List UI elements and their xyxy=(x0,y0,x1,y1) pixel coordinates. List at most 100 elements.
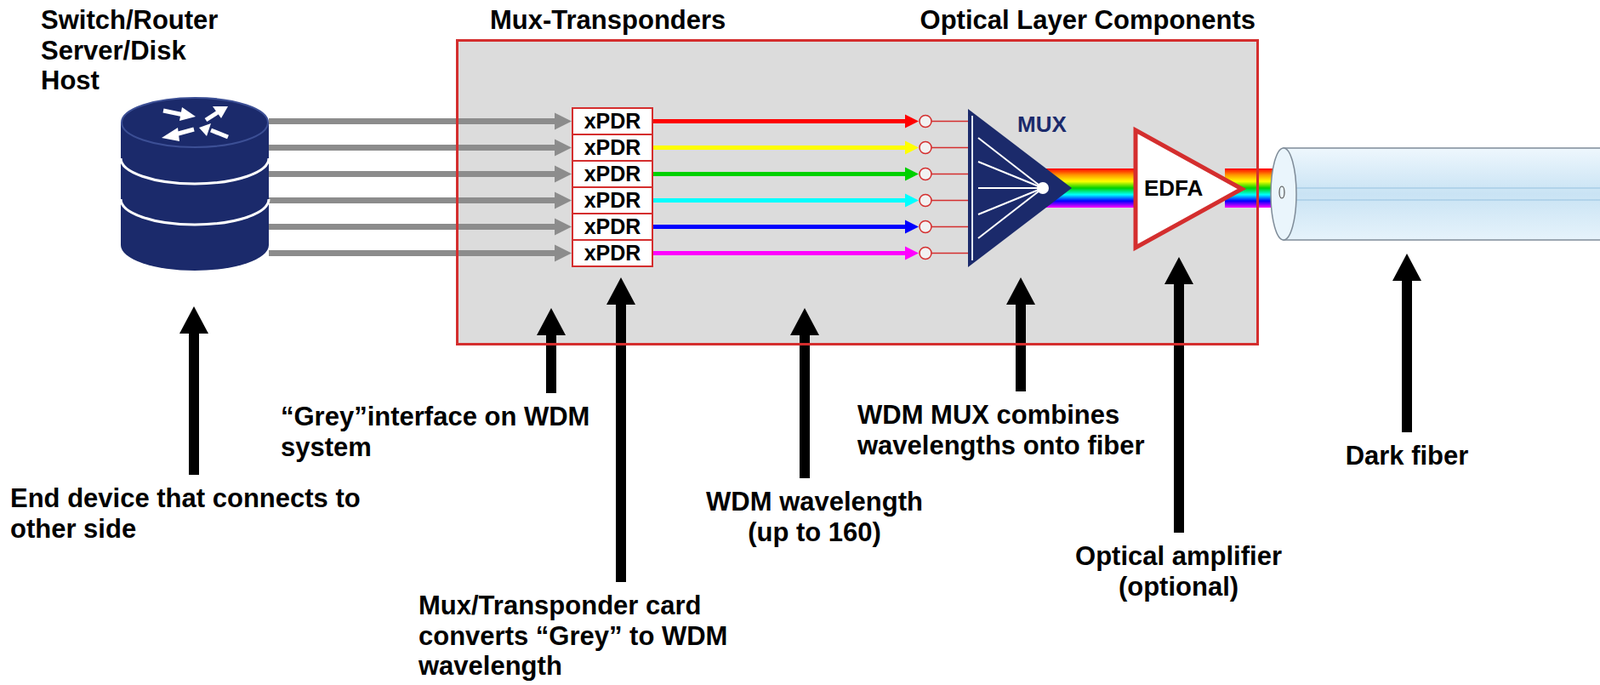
heading-row: Mux-Transponders Optical Layer Components xyxy=(458,5,1257,36)
connector xyxy=(268,165,572,183)
cylinder-top xyxy=(121,97,268,148)
router-arrowhead xyxy=(212,106,228,119)
callout-holder: “Grey”interface on WDM system xyxy=(280,401,613,462)
port-circle xyxy=(919,194,932,207)
fiber-core xyxy=(1296,187,1600,189)
callout-holder: WDM MUX combines wavelengths onto fiber xyxy=(857,399,1164,461)
arrowhead xyxy=(554,218,572,236)
callout-text: WDM MUX combines wavelengths onto fiber xyxy=(857,399,1164,461)
amplifier-triangle: EDFA xyxy=(1133,127,1246,251)
connector xyxy=(268,113,572,131)
callout-text: Dark fiber xyxy=(1321,440,1492,472)
mux-input-line xyxy=(931,173,968,176)
amplifier-body xyxy=(1135,130,1242,248)
grey-interface-arrow xyxy=(268,223,557,230)
mux-input-edge xyxy=(971,115,974,261)
port-circle xyxy=(919,168,932,181)
card-label: xPDR xyxy=(584,108,642,134)
wavelength-arrow xyxy=(653,119,906,124)
connector xyxy=(653,114,968,129)
router-arrowhead xyxy=(199,123,211,137)
transponder-card: xPDR xyxy=(571,239,654,268)
callout-arrow xyxy=(536,307,566,393)
callout-arrow xyxy=(790,307,820,479)
arrowhead xyxy=(554,113,572,131)
device-heading: Switch/Router Server/Disk Host xyxy=(40,5,239,97)
arrowhead xyxy=(905,246,919,261)
callout-holder: Mux/Transponder card converts “Grey” to … xyxy=(418,590,746,682)
port-circle xyxy=(919,247,932,260)
card-label: xPDR xyxy=(584,161,642,187)
card-label: xPDR xyxy=(584,214,642,240)
callout-arrow xyxy=(1392,253,1422,433)
panel-fill xyxy=(455,39,1259,346)
transponder-card: xPDR xyxy=(571,133,654,162)
callout-arrow xyxy=(179,306,209,475)
connector xyxy=(268,218,572,236)
router-arrowhead xyxy=(179,107,196,121)
transponder-card: xPDR xyxy=(571,186,654,215)
grey-interface-arrow xyxy=(268,250,557,257)
mux-label: MUX xyxy=(1017,111,1067,137)
arrowhead xyxy=(554,139,572,157)
mux-fan-line xyxy=(978,137,1043,188)
callout-arrow xyxy=(1164,256,1194,533)
mux-fan-line xyxy=(978,187,1043,239)
callout-text: Mux/Transponder card converts “Grey” to … xyxy=(418,590,746,682)
section-heading: Optical Layer Components xyxy=(920,5,1256,36)
arrowhead xyxy=(905,193,919,208)
connector xyxy=(653,167,968,182)
callout-holder: End device that connects to other side xyxy=(10,483,385,544)
grey-interface-arrow xyxy=(268,197,557,204)
mux-input-line xyxy=(931,120,968,123)
callout-text: “Grey”interface on WDM system xyxy=(280,401,613,462)
grey-interface-arrow xyxy=(268,118,557,125)
section-heading: Mux-Transponders xyxy=(489,5,726,36)
callout-text: Optical amplifier (optional) xyxy=(1065,540,1292,602)
callout-holder: WDM wavelength (up to 160) xyxy=(693,486,936,547)
grey-interface-arrow xyxy=(268,170,557,177)
wavelength-arrow xyxy=(653,250,906,256)
wavelength-arrow xyxy=(653,198,906,203)
card-label: xPDR xyxy=(584,187,642,213)
arrowhead xyxy=(905,220,919,234)
callout-arrow xyxy=(606,277,636,582)
transponder-card: xPDR xyxy=(571,212,654,241)
port-circle xyxy=(919,142,932,154)
connector xyxy=(653,141,968,155)
mux-body xyxy=(967,108,1072,268)
mux-fan-line xyxy=(978,187,1043,189)
arrowhead xyxy=(905,167,919,182)
transponder-card: xPDR xyxy=(571,107,654,136)
card-label: xPDR xyxy=(584,135,642,160)
grey-interface-arrow xyxy=(268,144,557,151)
connector xyxy=(268,244,572,262)
mux-focus xyxy=(1036,182,1049,194)
card-label: xPDR xyxy=(584,240,642,266)
connector xyxy=(653,246,968,261)
transponder-card: xPDR xyxy=(571,159,654,188)
callout-holder: Dark fiber xyxy=(1321,440,1492,472)
wavelength-arrow xyxy=(653,171,906,177)
connector xyxy=(653,220,968,234)
arrowhead xyxy=(905,141,919,155)
arrowhead xyxy=(905,114,919,129)
callout-arrow xyxy=(1006,277,1036,392)
router-arrow xyxy=(205,112,218,120)
router-arrowhead xyxy=(161,127,180,142)
fiber-core-end xyxy=(1279,186,1285,199)
port-circle xyxy=(919,221,932,234)
mux-fan-line xyxy=(978,161,1043,188)
amplifier-label: EDFA xyxy=(1144,175,1203,201)
wavelength-arrow xyxy=(653,145,906,150)
mux-fan-line xyxy=(978,187,1043,215)
mux-input-line xyxy=(931,147,968,149)
callout-holder: Optical amplifier (optional) xyxy=(1065,540,1292,602)
connector xyxy=(268,139,572,157)
fiber-body xyxy=(1283,148,1600,240)
callout-text: WDM wavelength (up to 160) xyxy=(693,486,936,547)
router-arrow xyxy=(210,130,228,137)
connector xyxy=(653,193,968,208)
arrowhead xyxy=(554,244,572,262)
router-arrow xyxy=(163,110,184,115)
